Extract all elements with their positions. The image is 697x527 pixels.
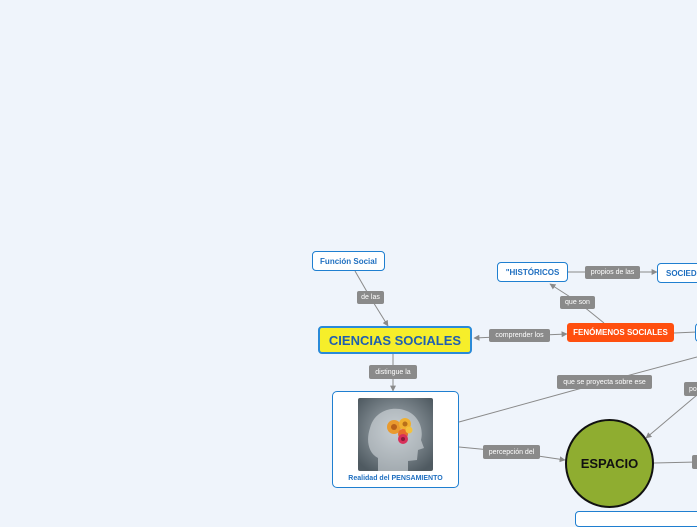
espacio-node[interactable]: ESPACIO	[565, 419, 654, 508]
link-percepcion-del[interactable]: percepción del	[483, 445, 540, 459]
link-que-son[interactable]: que son	[560, 296, 595, 309]
link-que-se-proyecta[interactable]: que se proyecta sobre ese	[557, 375, 652, 389]
link-comprender-los[interactable]: comprender los	[489, 329, 550, 342]
espacio-label: ESPACIO	[580, 456, 639, 471]
fenomenos-sociales-node[interactable]: FENÓMENOS SOCIALES	[567, 323, 674, 342]
link-percepcion-del-label: percepción del	[488, 448, 535, 456]
funcion-social-label: Función Social	[320, 256, 377, 266]
fenomenos-sociales-label: FENÓMENOS SOCIALES	[573, 328, 668, 337]
ciencias-sociales-node[interactable]: CIENCIAS SOCIALES	[318, 326, 472, 354]
realidad-pensamiento-label: Realidad del PENSAMIENTO	[348, 475, 443, 482]
historicos-label: "HISTÓRICOS	[505, 267, 560, 277]
funcion-social-node[interactable]: Función Social	[312, 251, 385, 271]
realidad-pensamiento-node[interactable]: Realidad del PENSAMIENTO	[332, 391, 459, 488]
link-po[interactable]: po	[684, 382, 697, 396]
link-de-las[interactable]: de las	[357, 291, 384, 304]
link-po-label: po	[689, 385, 697, 393]
link-distingue-la-label: distingue la	[375, 368, 411, 376]
link-offscreen[interactable]	[692, 455, 697, 469]
link-de-las-label: de las	[361, 294, 380, 301]
link-que-se-proyecta-label: que se proyecta sobre ese	[563, 378, 646, 386]
link-propios-de-las[interactable]: propios de las	[585, 266, 640, 279]
link-propios-de-las-label: propios de las	[590, 269, 635, 276]
historicos-node[interactable]: "HISTÓRICOS	[497, 262, 568, 282]
offscreen-node-bottom[interactable]	[575, 511, 697, 527]
link-comprender-los-label: comprender los	[495, 332, 544, 339]
sociedad-node[interactable]: SOCIEDA	[657, 263, 697, 283]
link-que-son-label: que son	[565, 299, 590, 306]
brain-gears-image	[358, 398, 433, 471]
link-distingue-la[interactable]: distingue la	[369, 365, 417, 379]
ciencias-sociales-label: CIENCIAS SOCIALES	[328, 332, 462, 348]
sociedad-label: SOCIEDA	[666, 268, 697, 278]
